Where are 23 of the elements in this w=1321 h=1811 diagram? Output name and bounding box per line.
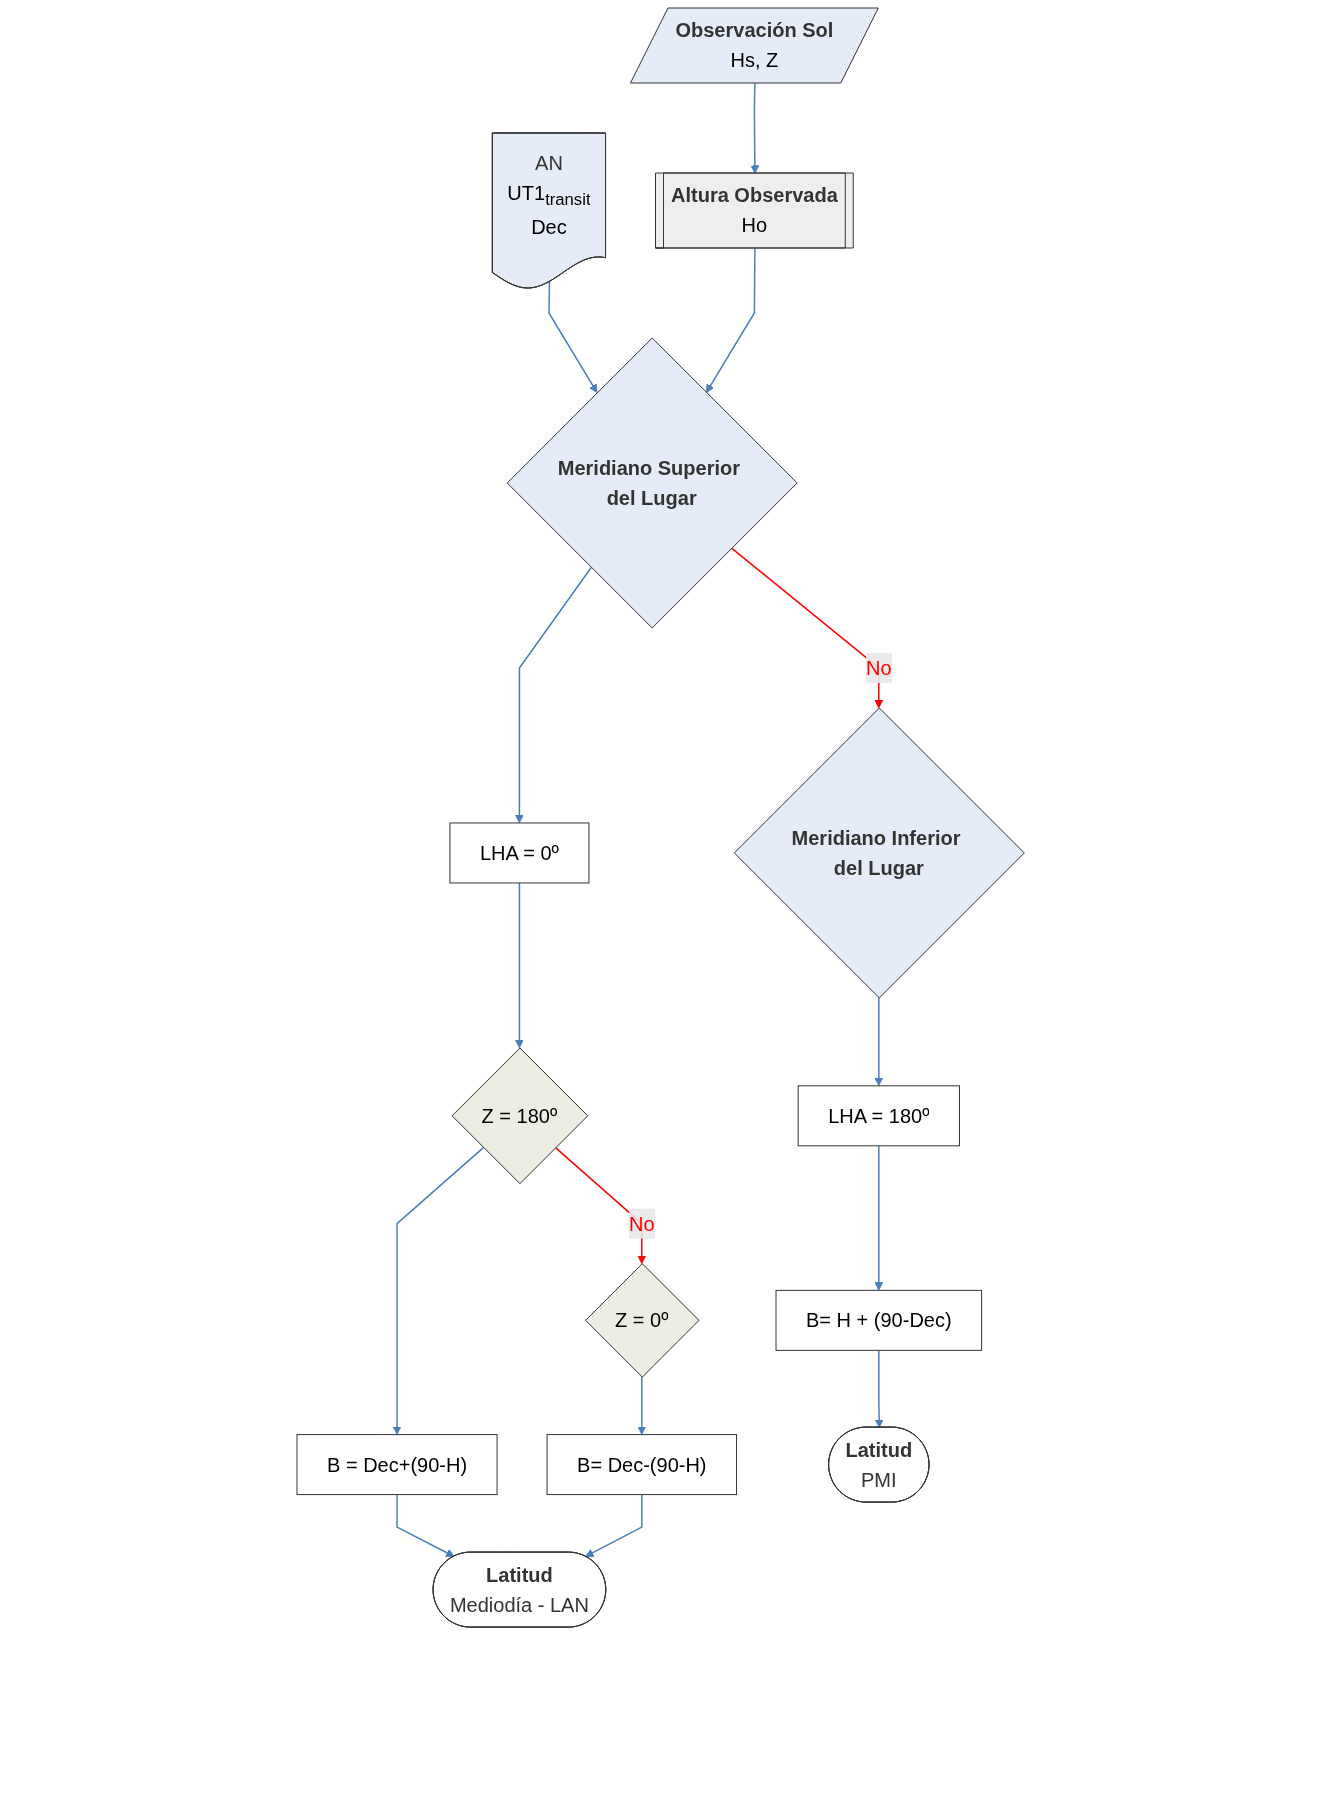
arrow [874, 997, 884, 1087]
node-box: LHA = 0º [449, 822, 590, 884]
arrow [585, 1493, 643, 1557]
arrow [874, 1145, 884, 1291]
node-box: B= H + (90-Dec) [775, 1289, 982, 1351]
node-box: B = Dec+(90-H) [296, 1434, 498, 1496]
arrow [637, 1376, 647, 1435]
node-diamond: Meridiano Inferior del Lugar [733, 707, 1025, 999]
arrow [705, 247, 756, 393]
arrow [392, 1146, 484, 1435]
arrow [396, 1493, 455, 1557]
edge-label: No [865, 656, 892, 679]
node-diamond: Z = 180º [451, 1047, 589, 1185]
arrow [750, 82, 760, 174]
node-diamond: Meridiano Superior del Lugar [506, 337, 798, 629]
arrow [874, 1349, 884, 1428]
arrow [548, 281, 598, 393]
node-diamond: Z = 0º [584, 1263, 700, 1378]
node-box: LHA = 180º [797, 1085, 960, 1147]
edge-label: No [628, 1212, 655, 1235]
arrow [514, 566, 592, 824]
arrow [514, 882, 524, 1049]
node-box: B= Dec-(90-H) [546, 1434, 737, 1496]
